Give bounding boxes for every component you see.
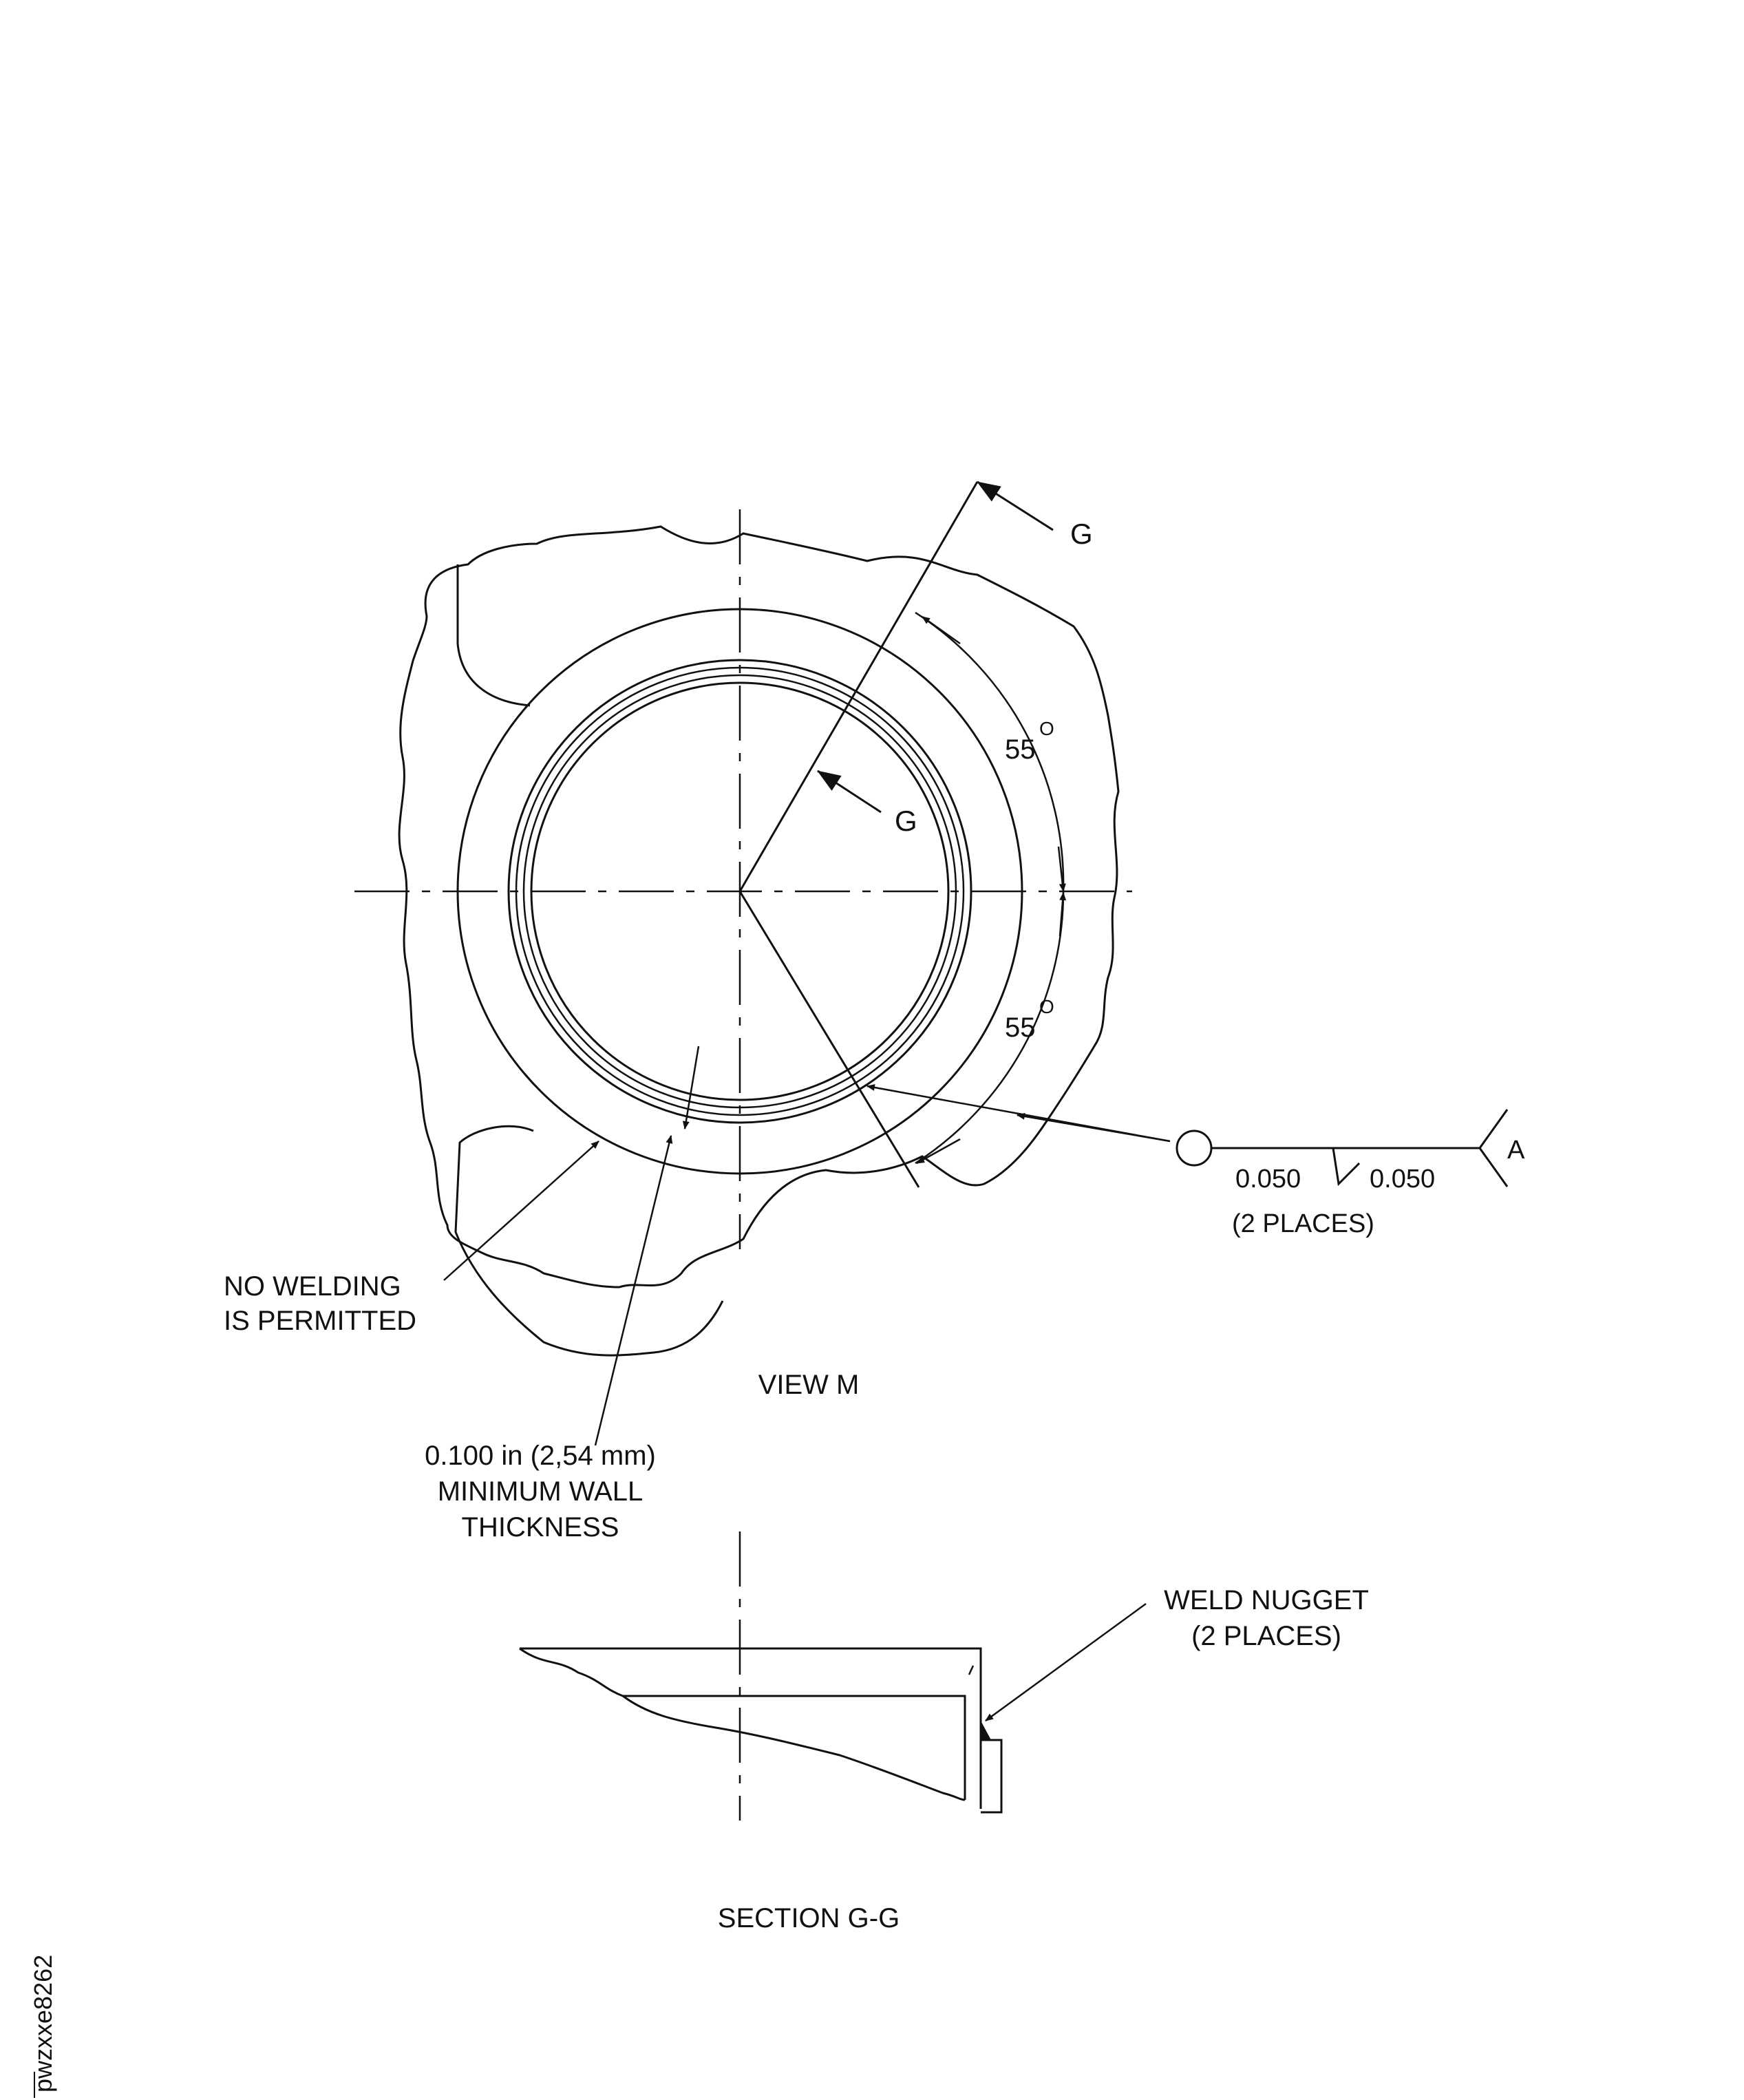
section-wall-mark	[968, 1665, 975, 1675]
degree-mark-upper: O	[1039, 718, 1054, 739]
weld-nugget	[981, 1721, 991, 1740]
weld-nugget-leader	[985, 1602, 1147, 1722]
weld-size-right: 0.050	[1370, 1165, 1435, 1194]
section-label-g-inner: G	[895, 805, 917, 837]
section-inner-edge	[623, 1695, 966, 1800]
degree-mark-lower: O	[1039, 996, 1054, 1017]
figure-id-label: pwzxxe8262	[29, 1955, 57, 2092]
no-welding-label-2: IS PERMITTED	[224, 1306, 416, 1336]
view-m-break-outline	[398, 525, 1120, 1288]
weld-tail	[1478, 1109, 1509, 1187]
angle-arrow-lower-a	[1059, 892, 1067, 937]
section-outer-edge	[520, 1647, 982, 1809]
section-gg: WELD NUGGET (2 PLACES) SECTION G-G	[519, 1531, 1369, 1933]
angle-arc-upper	[915, 611, 1065, 892]
wall-thickness-label-2: MINIMUM WALL	[438, 1476, 644, 1507]
wall-thickness-label-1: 0.100 in (2,54 mm)	[425, 1441, 656, 1471]
view-m-title: VIEW M	[758, 1370, 860, 1400]
weld-size-left: 0.050	[1235, 1165, 1301, 1194]
no-welding-leader	[443, 1141, 599, 1281]
angle-arrow-lower-b	[916, 1138, 961, 1165]
angle-label-upper: 55	[1005, 734, 1036, 765]
no-welding-label-1: NO WELDING	[224, 1271, 401, 1302]
view-m-upper-tab	[456, 564, 531, 707]
cutting-plane-line-lower	[738, 891, 920, 1188]
view-m-lower-flange	[454, 1125, 724, 1357]
angle-arc-lower	[915, 891, 1065, 1165]
weld-places: (2 PLACES)	[1232, 1209, 1374, 1238]
angle-arrow-upper-a	[922, 615, 961, 645]
angle-label-lower: 55	[1005, 1012, 1036, 1043]
section-break-line	[519, 1647, 966, 1801]
weld-nugget-label-1: WELD NUGGET	[1164, 1585, 1369, 1615]
weld-leader-2	[1017, 1112, 1171, 1143]
cutting-plane-line-upper	[738, 481, 979, 892]
wall-thickness-leader-1	[594, 1135, 673, 1446]
section-arrow-upper	[977, 480, 1054, 531]
weld-all-around-circle	[1176, 1129, 1213, 1167]
weld-nugget-label-2: (2 PLACES)	[1191, 1621, 1341, 1651]
section-side-plate	[981, 1739, 1003, 1814]
section-label-g-upper: G	[1070, 518, 1093, 550]
wall-thickness-label-3: THICKNESS	[462, 1512, 619, 1542]
view-m: G G 55 O 55 O 0.050 0.050 (2 PLACES) A N…	[224, 480, 1525, 1542]
angle-arrow-upper-b	[1057, 846, 1066, 892]
section-arrow-inner	[817, 770, 882, 814]
figure-id: pwzxxe8262	[29, 1955, 57, 2092]
weld-fillet-symbol	[1332, 1147, 1361, 1187]
weld-tail-label: A	[1507, 1136, 1525, 1165]
section-gg-title: SECTION G-G	[718, 1903, 900, 1933]
wall-thickness-leader-2	[682, 1046, 700, 1129]
